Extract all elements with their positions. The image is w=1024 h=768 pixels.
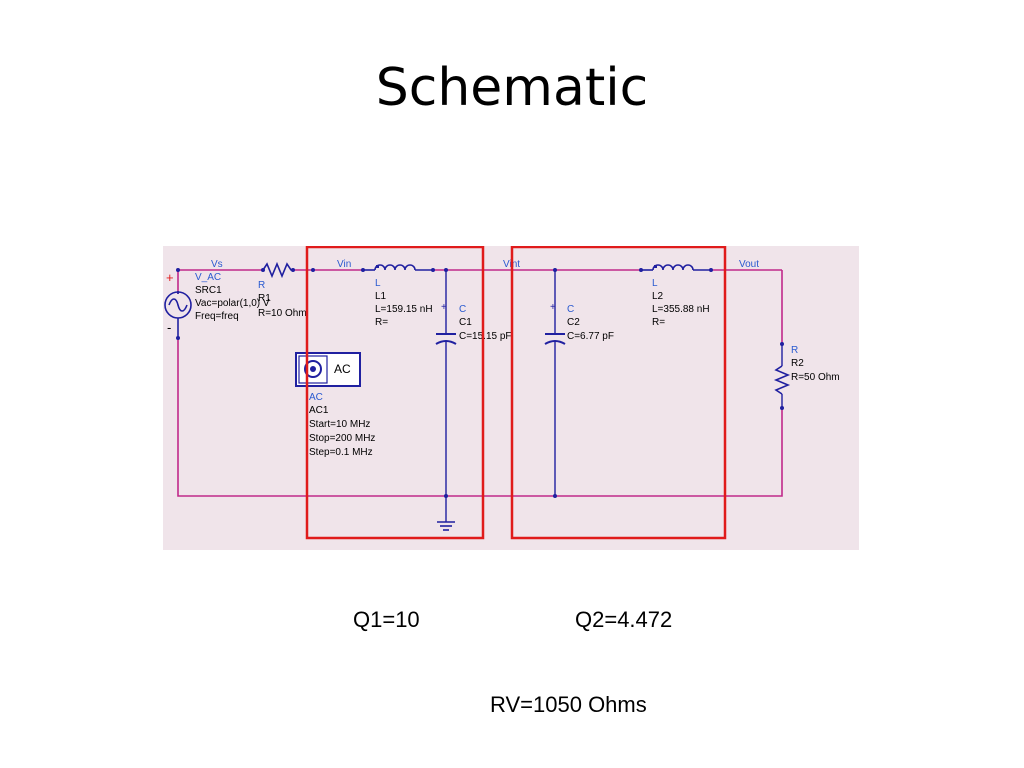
c2-value: C=6.77 pF (567, 331, 614, 342)
c2-plus: + (550, 302, 556, 313)
c2-symbol (544, 333, 566, 345)
ac-stop: Stop=200 MHz (309, 433, 375, 444)
r2-type: R (791, 345, 798, 356)
r1-value: R=10 Ohm (258, 308, 307, 319)
c1-value: C=15.15 pF (459, 331, 512, 342)
ground-symbol (437, 521, 455, 531)
source-freq: Freq=freq (195, 311, 239, 322)
r2-symbol (773, 365, 791, 395)
caption-q1: Q1=10 (353, 607, 420, 632)
source-minus: - (167, 320, 171, 335)
caption-q2: Q2=4.472 (575, 607, 673, 632)
l2-value: L=355.88 nH (652, 304, 710, 315)
l1-value: L=159.15 nH (375, 304, 433, 315)
ac-box-label: AC (334, 362, 351, 376)
wires (177, 269, 783, 497)
slide-title: Schematic (375, 58, 649, 118)
ac-start: Start=10 MHz (309, 419, 370, 430)
l2-type: L (652, 278, 658, 289)
r1-name: R1 (258, 293, 271, 304)
node-label-vout: Vout (739, 259, 759, 270)
highlight-box-left (305, 246, 485, 540)
l2-name: L2 (652, 291, 664, 302)
r1-symbol (262, 261, 293, 279)
source-vac: Vac=polar(1,0) V (195, 298, 270, 309)
l2-dot-marker (654, 265, 657, 268)
highlight-box-right (510, 246, 727, 540)
l1-r: R= (375, 317, 388, 328)
source-name: SRC1 (195, 285, 222, 296)
c1-name: C1 (459, 317, 472, 328)
schematic-diagram: + - + + AC Vs Vin (163, 246, 859, 550)
caption-rv: RV=1050 Ohms (490, 692, 647, 717)
ac-type: AC (309, 392, 323, 403)
node-label-vs: Vs (211, 259, 223, 270)
l2-symbol (641, 264, 711, 271)
r2-name: R2 (791, 358, 804, 369)
ac-name: AC1 (309, 405, 329, 416)
c2-name: C2 (567, 317, 580, 328)
l2-r: R= (652, 317, 665, 328)
component-legs (445, 270, 783, 522)
l1-type: L (375, 278, 381, 289)
c1-symbol (435, 333, 457, 345)
ac-simulation-box[interactable]: AC (295, 352, 361, 387)
l1-name: L1 (375, 291, 387, 302)
ac-step: Step=0.1 MHz (309, 447, 373, 458)
source-plus: + (166, 270, 174, 285)
source-type: V_AC (195, 272, 221, 283)
r2-value: R=50 Ohm (791, 372, 840, 383)
r1-type: R (258, 280, 265, 291)
ac-source-symbol (164, 291, 192, 338)
l1-dot-marker (376, 265, 379, 268)
node-label-vin: Vin (337, 259, 351, 270)
c1-plus: + (441, 302, 447, 313)
simulation-gear-icon (304, 360, 322, 378)
c1-type: C (459, 304, 466, 315)
wire-bottom (177, 338, 783, 497)
c2-type: C (567, 304, 574, 315)
l1-symbol (363, 264, 433, 271)
